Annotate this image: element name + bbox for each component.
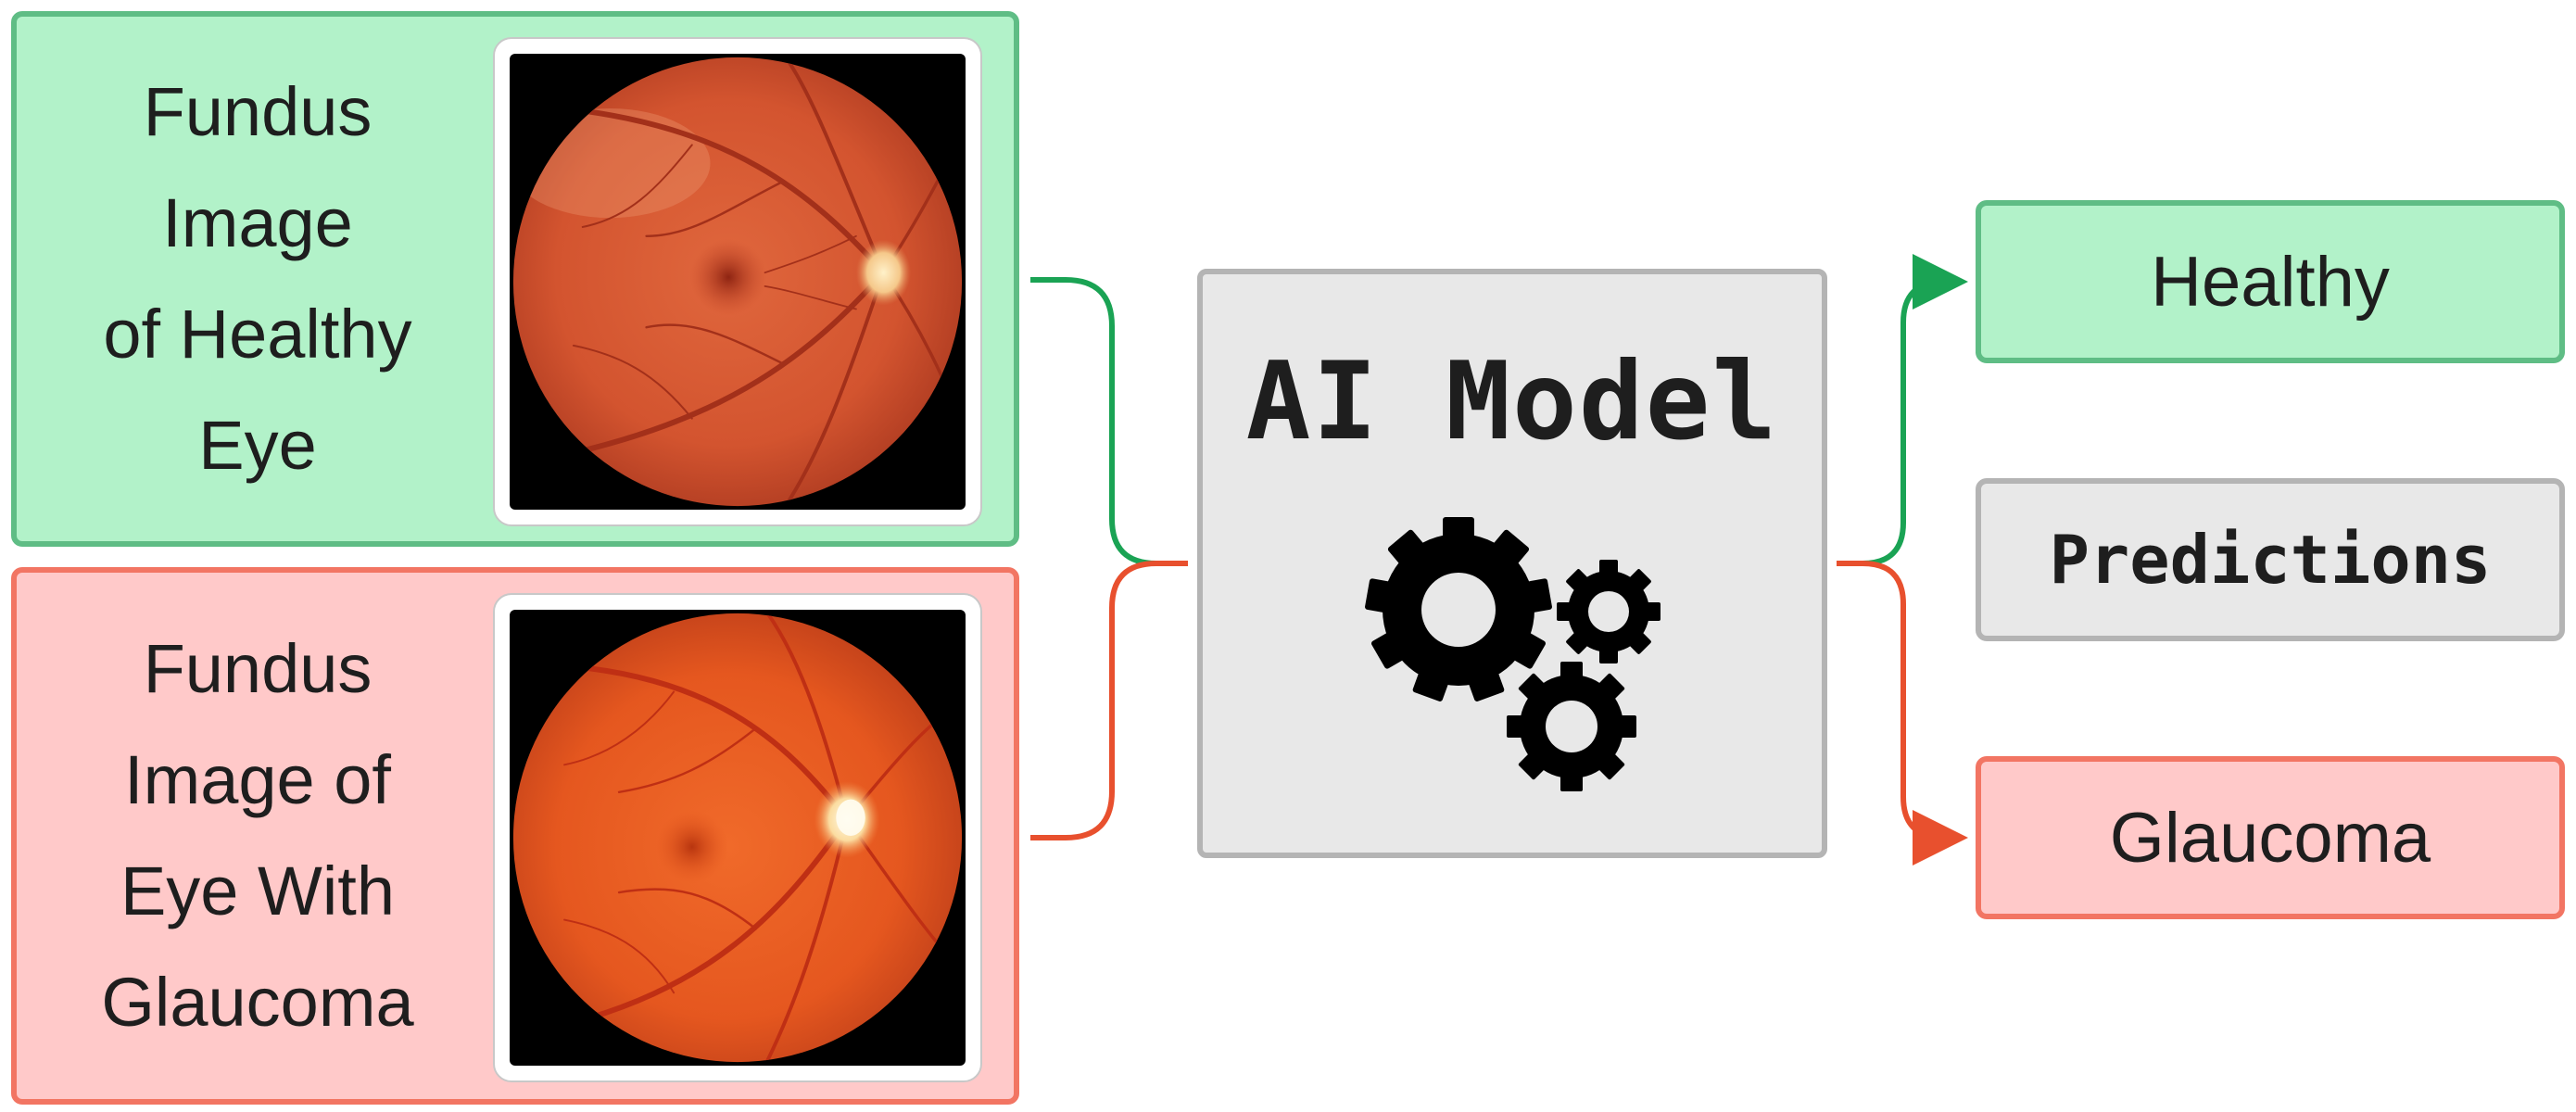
healthy-label-line-2: Image <box>162 184 353 261</box>
glaucoma-output-arrow <box>1837 561 1968 866</box>
predictions-box: Predictions <box>1976 478 2565 641</box>
large-gear <box>1365 517 1552 701</box>
healthy-label-line-4: Eye <box>198 407 317 484</box>
glaucoma-label-line-4: Glaucoma <box>101 964 414 1041</box>
glaucoma-fundus-image <box>510 610 966 1066</box>
small-gear-top <box>1557 560 1661 663</box>
ai-model-title: AI Model <box>1245 339 1779 464</box>
ai-model-box: AI Model <box>1197 269 1827 858</box>
small-gear-bottom <box>1507 662 1636 791</box>
healthy-prediction-label: Healthy <box>2151 242 2390 322</box>
glaucoma-label-line-3: Eye With <box>120 853 396 929</box>
healthy-fundus-image-frame <box>493 37 982 526</box>
glaucoma-fundus-image-frame <box>493 593 982 1082</box>
healthy-eye-input-card: Fundus Image of Healthy Eye <box>11 11 1019 547</box>
glaucoma-label-line-2: Image of <box>124 741 391 818</box>
healthy-eye-label: Fundus Image of Healthy Eye <box>54 17 461 541</box>
glaucoma-eye-label: Fundus Image of Eye With Glaucoma <box>54 573 461 1099</box>
predictions-label: Predictions <box>2049 521 2492 599</box>
gears-icon <box>1365 517 1661 791</box>
glaucoma-eye-input-card: Fundus Image of Eye With Glaucoma <box>11 567 1019 1105</box>
glaucoma-input-connector <box>1030 561 1188 840</box>
healthy-prediction-box: Healthy <box>1976 200 2565 363</box>
healthy-label-line-3: of Healthy <box>103 296 412 373</box>
healthy-fundus-image <box>510 54 966 510</box>
glaucoma-label-line-1: Fundus <box>143 630 373 707</box>
glaucoma-prediction-box: Glaucoma <box>1976 756 2565 919</box>
healthy-label-line-1: Fundus <box>143 73 373 150</box>
healthy-output-arrow <box>1837 254 1968 566</box>
healthy-input-connector <box>1030 277 1188 566</box>
glaucoma-prediction-label: Glaucoma <box>2109 798 2431 878</box>
